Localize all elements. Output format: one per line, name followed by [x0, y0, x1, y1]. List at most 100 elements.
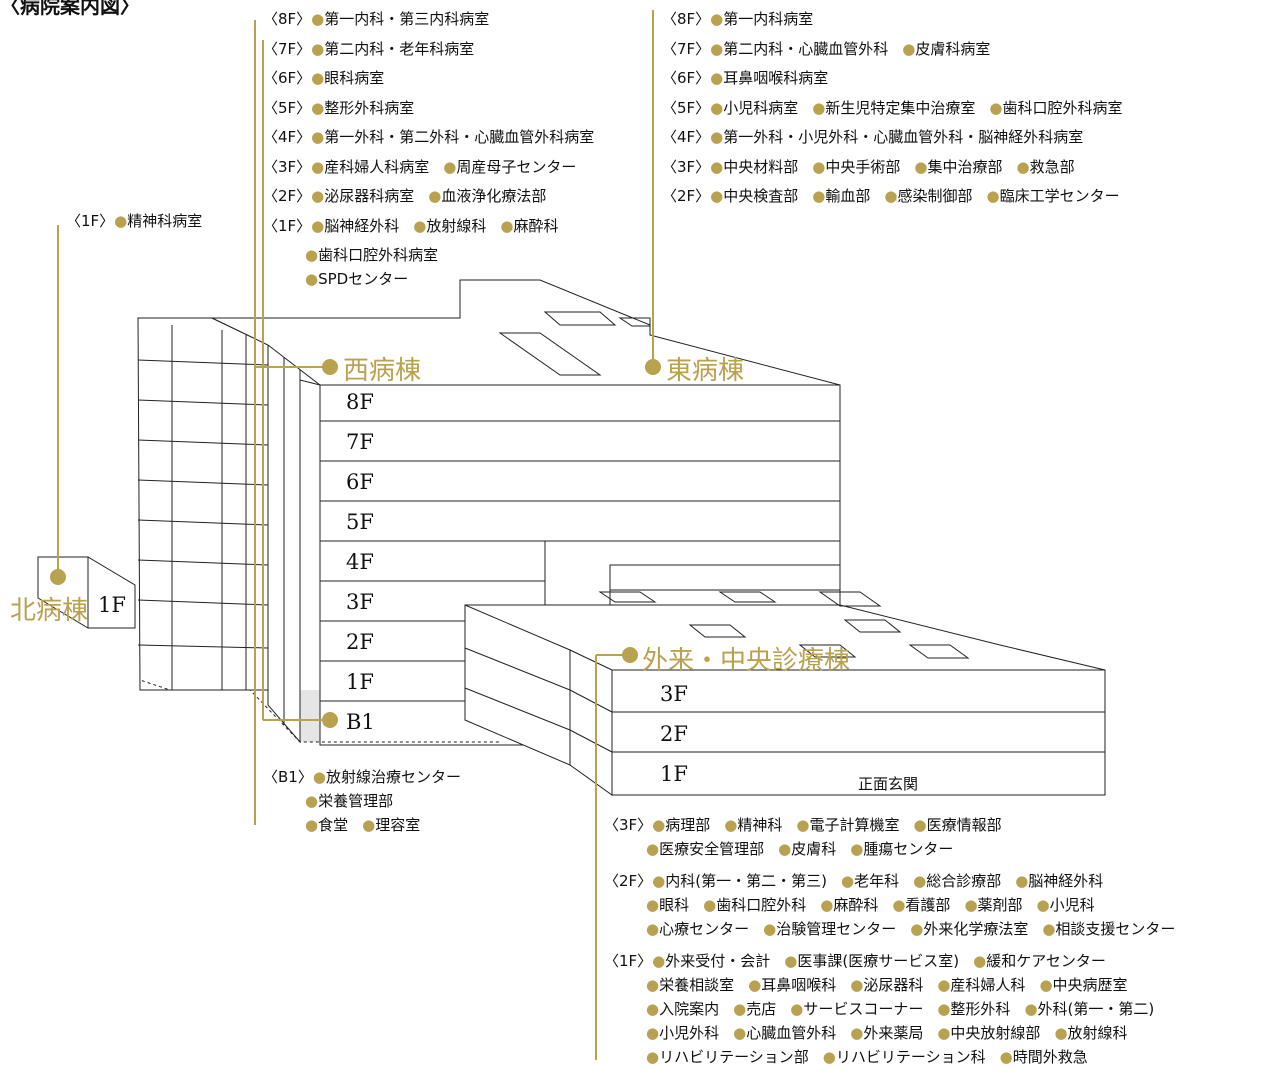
dept-name: 放射線科: [426, 216, 487, 235]
dept-name: 心療センター: [659, 920, 750, 938]
dept-name: 第二内科・心臓血管外科: [723, 39, 889, 58]
bullet-icon: ●: [840, 872, 855, 890]
directory-row: ●栄養相談室●耳鼻咽喉科●泌尿器科●産科婦人科●中央病歴室: [604, 974, 1189, 998]
dept-name: 集中治療部: [927, 157, 1003, 176]
dept-item: ●リハビリテーション部: [646, 1048, 809, 1066]
bullet-icon: ●: [763, 920, 777, 938]
bullet-icon: ●: [646, 840, 660, 858]
dept-item: ●外来薬局: [850, 1024, 923, 1042]
dept-item: ●外来受付・会計: [652, 952, 770, 970]
dept-name: 薬剤部: [977, 896, 1023, 914]
dept-name: 理容室: [375, 816, 421, 834]
dept-item: ●周産母子センター: [443, 158, 576, 176]
bullet-icon: ●: [646, 1000, 660, 1018]
bullet-icon: ●: [812, 98, 826, 117]
dept-name: 外来薬局: [863, 1024, 924, 1042]
floor-label: 4F: [346, 550, 374, 574]
dept-name: 第一内科・第三内科病室: [324, 10, 490, 28]
floor-tag: 〈B1〉: [263, 768, 313, 786]
bullet-icon: ●: [710, 98, 724, 117]
page-title: 〈病院案内図〉: [0, 0, 140, 18]
bullet-icon: ●: [305, 246, 319, 264]
dept-item: ●精神科病室: [114, 212, 202, 230]
dept-name: 中央放射線部: [950, 1024, 1041, 1042]
directory-row: ●歯科口腔外科病室: [263, 244, 608, 268]
dept-item: ●中央検査部: [710, 187, 798, 205]
dept-item: ●第二内科・老年科病室: [311, 40, 474, 58]
dept-item: ●栄養管理部: [305, 792, 393, 810]
dept-name: 中央病歴室: [1052, 976, 1128, 994]
bullet-icon: ●: [710, 187, 724, 205]
dept-name: 救急部: [1029, 157, 1075, 176]
bullet-icon: ●: [1042, 920, 1056, 938]
dept-item: ●放射線科: [413, 217, 486, 235]
dept-item: ●第一外科・小児外科・心臓血管外科・脳神経外科病室: [710, 128, 1083, 146]
bullet-icon: ●: [884, 187, 898, 205]
bullet-icon: ●: [500, 216, 514, 235]
directory-row: 〈4F〉●第一外科・第二外科・心臓血管外科病室: [263, 126, 608, 156]
floor-tag: 〈3F〉: [604, 816, 653, 834]
dept-item: ●放射線治療センター: [313, 768, 461, 786]
dept-name: 外来受付・会計: [665, 952, 771, 970]
dept-name: 中央検査部: [723, 187, 799, 205]
floor-label: 2F: [346, 630, 374, 654]
bullet-icon: ●: [311, 10, 325, 28]
floor-tag: 〈1F〉: [263, 216, 312, 235]
floor-tag: 〈3F〉: [263, 157, 312, 176]
dept-item: ●整形外科: [937, 1000, 1010, 1018]
floor-tag: 〈1F〉: [66, 212, 115, 230]
directory-row: ●リハビリテーション部 ●リハビリテーション科 ●時間外救急: [604, 1046, 1189, 1070]
dept-name: 産科婦人科病室: [324, 157, 430, 176]
dept-item: ●中央放射線部: [937, 1024, 1040, 1042]
dept-item: ●歯科口腔外科: [703, 896, 806, 914]
floor-label: 5F: [346, 510, 374, 534]
west-ward-directory: 〈8F〉●第一内科・第三内科病室〈7F〉●第二内科・老年科病室〈6F〉●眼科病室…: [263, 8, 608, 292]
bullet-icon: ●: [902, 39, 916, 58]
bullet-icon: ●: [646, 976, 660, 994]
bullet-icon: ●: [964, 896, 978, 914]
dept-item: ●リハビリテーション科: [823, 1048, 986, 1066]
floor-label: B1: [346, 710, 375, 734]
dept-name: 麻酔科: [513, 216, 559, 235]
dept-name: 腫瘍センター: [863, 840, 954, 858]
dept-item: ●精神科: [724, 816, 782, 834]
directory-row: ●栄養管理部: [263, 790, 475, 814]
bullet-icon: ●: [703, 896, 717, 914]
dept-name: 医療情報部: [926, 816, 1002, 834]
floor-label: 1F: [346, 670, 374, 694]
dept-name: 血液浄化療法部: [441, 187, 547, 205]
directory-row: 〈5F〉●整形外科病室: [263, 97, 608, 127]
dept-name: 病理部: [665, 816, 711, 834]
bullet-icon: ●: [937, 1024, 951, 1042]
floor-tag: 〈6F〉: [662, 69, 711, 87]
bullet-icon: ●: [305, 270, 319, 288]
dept-name: 入院案内: [659, 1000, 720, 1018]
dept-item: ●心臓血管外科: [733, 1024, 836, 1042]
dept-name: 放射線科: [1067, 1024, 1128, 1042]
dept-item: ●時間外救急: [1000, 1048, 1088, 1066]
dept-name: 老年科: [854, 872, 900, 890]
dept-name: 皮膚科: [791, 840, 837, 858]
bullet-icon: ●: [733, 1024, 747, 1042]
dept-name: 脳神経外科: [324, 216, 400, 235]
dept-item: ●SPDセンター: [305, 270, 408, 288]
dept-name: 脳神経外科: [1028, 872, 1104, 890]
bullet-icon: ●: [311, 128, 325, 146]
dept-item: ●放射線科: [1054, 1024, 1127, 1042]
bullet-icon: ●: [850, 840, 864, 858]
directory-row: 〈B1〉●放射線治療センター: [263, 766, 475, 790]
bullet-icon: ●: [986, 187, 1000, 205]
floor-tag: 〈2F〉: [604, 872, 653, 890]
dept-item: ●小児外科: [646, 1024, 719, 1042]
ward-label-north: 北病棟: [10, 596, 89, 626]
bullet-icon: ●: [784, 952, 798, 970]
north-floor-label: 1F: [98, 593, 126, 617]
bullet-icon: ●: [652, 952, 666, 970]
bullet-icon: ●: [710, 157, 724, 176]
dept-name: 産科婦人科: [950, 976, 1026, 994]
dept-name: 歯科口腔外科: [716, 896, 807, 914]
dept-item: ●小児科病室: [710, 99, 798, 117]
bullet-icon: ●: [1039, 976, 1053, 994]
directory-row: ●小児外科●心臓血管外科●外来薬局●中央放射線部●放射線科: [604, 1022, 1189, 1046]
bullet-icon: ●: [443, 157, 457, 176]
